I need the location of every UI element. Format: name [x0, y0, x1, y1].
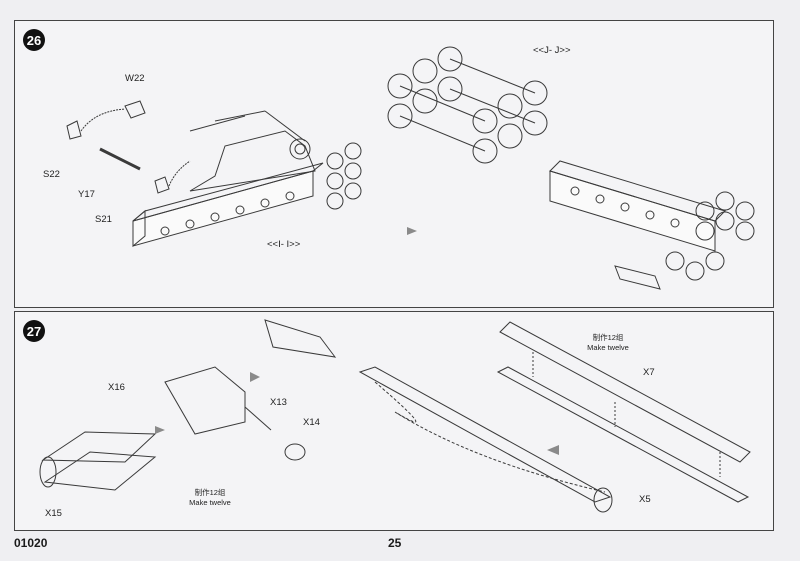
ring-x14: [284, 443, 306, 461]
product-code: 01020: [14, 536, 48, 550]
direction-arrow: [547, 445, 559, 455]
part-label-x5: X5: [639, 494, 651, 505]
part-label-y17: Y17: [78, 189, 95, 200]
part-label-x13: X13: [270, 397, 287, 408]
part-label-x15: X15: [45, 508, 62, 519]
step-26-panel: 26: [14, 20, 774, 308]
subassembly-label-i: <<I- I>>: [267, 239, 301, 250]
tube-half-x15: [43, 451, 157, 491]
nozzle-x13: [164, 366, 246, 435]
tube-cap: [264, 319, 337, 358]
step-27-panel: 27 X16 X15 X13: [14, 311, 774, 531]
step-27-drawing: [39, 319, 751, 513]
part-label-s22: S22: [43, 169, 60, 180]
part-label-s21: S21: [95, 214, 112, 225]
subassembly-label-j: <<J- J>>: [533, 45, 571, 56]
part-label-x7: X7: [643, 367, 655, 378]
make-twelve-note-right: 制作12组 Make twelve: [578, 333, 638, 353]
page-number: 25: [388, 536, 402, 550]
part-label-x16: X16: [108, 382, 125, 393]
long-tube: [358, 366, 612, 503]
step-number-badge: 27: [23, 320, 45, 342]
step-number-badge: 26: [23, 29, 45, 51]
launcher-subassembly-j: [387, 46, 755, 290]
launcher-subassembly-i: [66, 100, 362, 248]
direction-arrow: [407, 227, 417, 235]
direction-arrow: [250, 372, 260, 382]
tube-cage: [387, 46, 548, 164]
note-chinese: 制作12组: [592, 333, 624, 342]
note-english: Make twelve: [189, 498, 231, 507]
part-label-w22: W22: [125, 73, 145, 84]
direction-arrow: [155, 426, 165, 434]
tube-half-x16: [41, 431, 157, 463]
rail-x5: [496, 366, 750, 503]
step-26-drawing: [66, 46, 755, 290]
rail-x7: [499, 321, 751, 463]
part-label-x14: X14: [303, 417, 320, 428]
note-english: Make twelve: [587, 343, 629, 352]
make-twelve-note-left: 制作12组 Make twelve: [180, 488, 240, 508]
note-chinese: 制作12组: [194, 488, 226, 497]
